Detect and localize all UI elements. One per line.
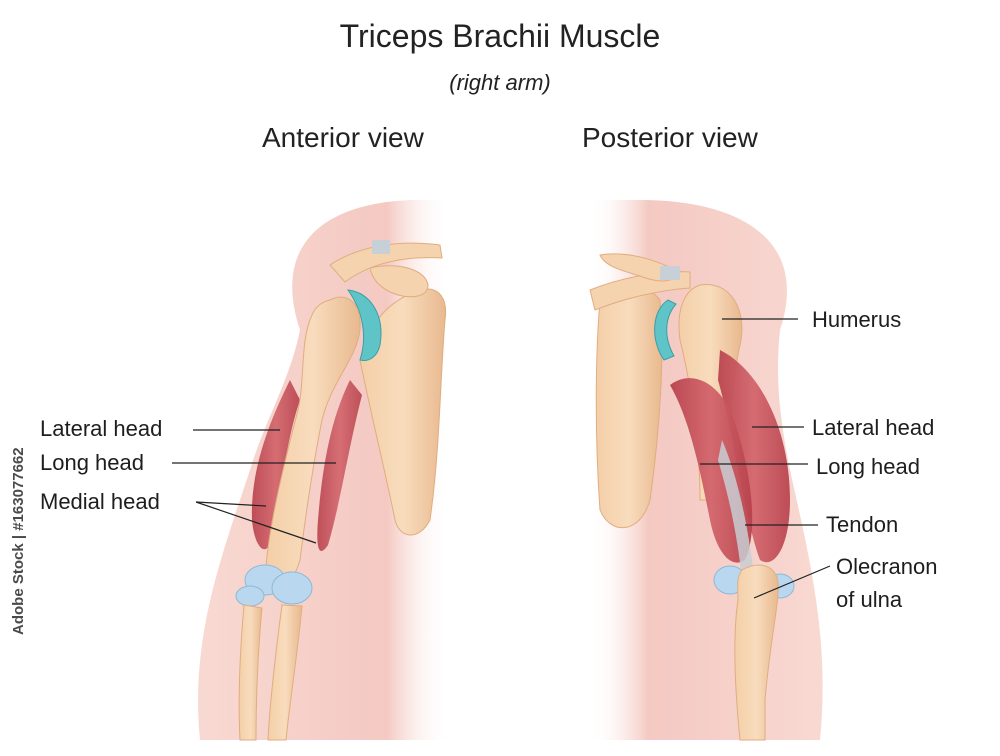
posterior-lateral-head-muscle — [718, 350, 790, 563]
label-anterior-long-head: Long head — [40, 450, 144, 475]
anterior-elbow-cartilage-2 — [271, 571, 313, 605]
leader-anterior-medial-head-1 — [195, 501, 267, 507]
anterior-ligament — [372, 240, 390, 254]
anterior-arm-figure — [198, 200, 450, 741]
posterior-ligament — [660, 266, 680, 280]
posterior-glenoid-cartilage — [654, 299, 677, 361]
diagram-title: Triceps Brachii Muscle — [339, 18, 661, 54]
posterior-view-title: Posterior view — [582, 122, 758, 153]
leader-lines — [172, 318, 831, 599]
label-posterior-olecranon-line1: Olecranon — [836, 554, 938, 579]
leader-posterior-olecranon — [753, 565, 831, 599]
stock-credit: Adobe Stock | #163077662 — [10, 447, 27, 635]
posterior-arm-figure — [589, 200, 823, 741]
anterior-clavicle — [329, 242, 443, 283]
anterior-long-head-muscle — [317, 380, 362, 551]
label-posterior-long-head: Long head — [816, 454, 920, 479]
anterior-elbow-cartilage-3 — [235, 585, 265, 607]
posterior-scapula — [595, 288, 663, 528]
label-anterior-lateral-head: Lateral head — [40, 416, 163, 441]
anterior-view-title: Anterior view — [262, 122, 424, 153]
anterior-lateral-head-muscle — [251, 380, 300, 550]
posterior-olecranon — [734, 564, 779, 741]
anterior-ulna — [267, 604, 303, 741]
leader-anterior-medial-head-2 — [195, 501, 317, 544]
label-posterior-humerus: Humerus — [812, 307, 902, 332]
label-anterior-medial-head: Medial head — [40, 489, 160, 514]
label-posterior-tendon: Tendon — [826, 512, 899, 537]
diagram-subtitle: (right arm) — [449, 70, 551, 95]
posterior-long-head-muscle — [670, 378, 753, 563]
anterior-acromion — [369, 265, 429, 298]
anterior-glenoid-cartilage — [346, 289, 382, 361]
label-posterior-olecranon-line2: of ulna — [836, 587, 903, 612]
posterior-tendon — [718, 440, 754, 584]
label-posterior-lateral-head: Lateral head — [812, 415, 935, 440]
label-posterior-olecranon: Olecranon of ulna — [836, 550, 938, 616]
anterior-radius — [238, 604, 263, 741]
